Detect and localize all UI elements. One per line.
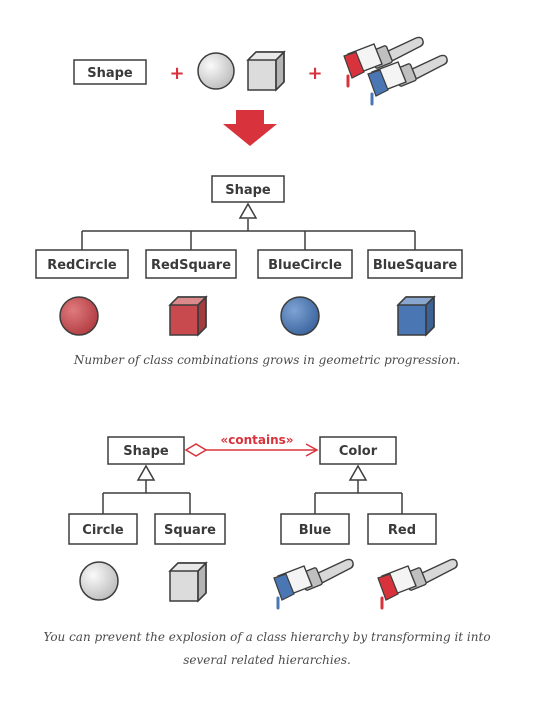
h1-child-label-bluesquare: BlueSquare <box>373 258 458 273</box>
plus-sign-2: + <box>307 63 322 84</box>
caption-line-1: You can prevent the explosion of a class… <box>43 630 491 644</box>
h2-color-inheritance-lines <box>314 480 403 514</box>
h2-color-root-label: Color <box>339 444 378 459</box>
h1-child-box-bluecircle: BlueCircle <box>257 249 353 279</box>
h2-child-label-circle: Circle <box>82 523 124 538</box>
blue-paintbrush-icon-2 <box>272 557 355 610</box>
down-arrow-icon <box>223 110 277 146</box>
grey-sphere-icon-2 <box>79 561 119 601</box>
h1-child-box-redsquare: RedSquare <box>145 249 237 279</box>
contains-relation: «contains» <box>184 433 319 457</box>
h2-color-root-box: Color <box>319 436 397 465</box>
grey-sphere-icon <box>197 52 235 90</box>
h1-child-label-redcircle: RedCircle <box>47 258 117 273</box>
h2-child-label-square: Square <box>164 523 216 538</box>
grey-cube-icon <box>247 51 285 91</box>
top-shape-label: Shape <box>87 66 133 81</box>
h1-root-label: Shape <box>225 183 271 198</box>
red-cube-icon <box>169 296 207 336</box>
caption-geometric-growth: Number of class combinations grows in ge… <box>73 353 461 367</box>
h1-child-box-bluesquare: BlueSquare <box>367 249 463 279</box>
h2-child-box-red: Red <box>367 513 437 545</box>
h2-child-box-circle: Circle <box>68 513 138 545</box>
blue-cube-icon <box>397 296 435 336</box>
blue-sphere-icon <box>280 296 320 336</box>
grey-cube-icon-2 <box>169 562 207 602</box>
h2-shape-inheritance-triangle <box>136 464 156 481</box>
h1-child-label-bluecircle: BlueCircle <box>268 258 342 273</box>
h1-child-label-redsquare: RedSquare <box>151 258 231 273</box>
h2-shape-inheritance-lines <box>102 480 191 514</box>
contains-label: «contains» <box>220 433 293 447</box>
h1-inheritance-triangle <box>238 202 258 219</box>
h1-inheritance-lines <box>81 219 416 250</box>
top-shape-box: Shape <box>73 59 147 85</box>
h2-shape-root-box: Shape <box>107 436 185 465</box>
caption-line-2: several related hierarchies. <box>183 653 351 667</box>
h2-child-box-square: Square <box>154 513 226 545</box>
h2-child-label-blue: Blue <box>299 523 332 538</box>
plus-sign-1: + <box>169 63 184 84</box>
h2-shape-root-label: Shape <box>123 444 169 459</box>
h1-root-box: Shape <box>211 175 285 203</box>
caption-prevent-explosion: You can prevent the explosion of a class… <box>0 626 534 672</box>
h2-color-inheritance-triangle <box>348 464 368 481</box>
red-sphere-icon <box>59 296 99 336</box>
h2-child-box-blue: Blue <box>280 513 350 545</box>
h2-child-label-red: Red <box>388 523 416 538</box>
h1-child-box-redcircle: RedCircle <box>35 249 129 279</box>
red-paintbrush-icon-2 <box>376 557 459 610</box>
